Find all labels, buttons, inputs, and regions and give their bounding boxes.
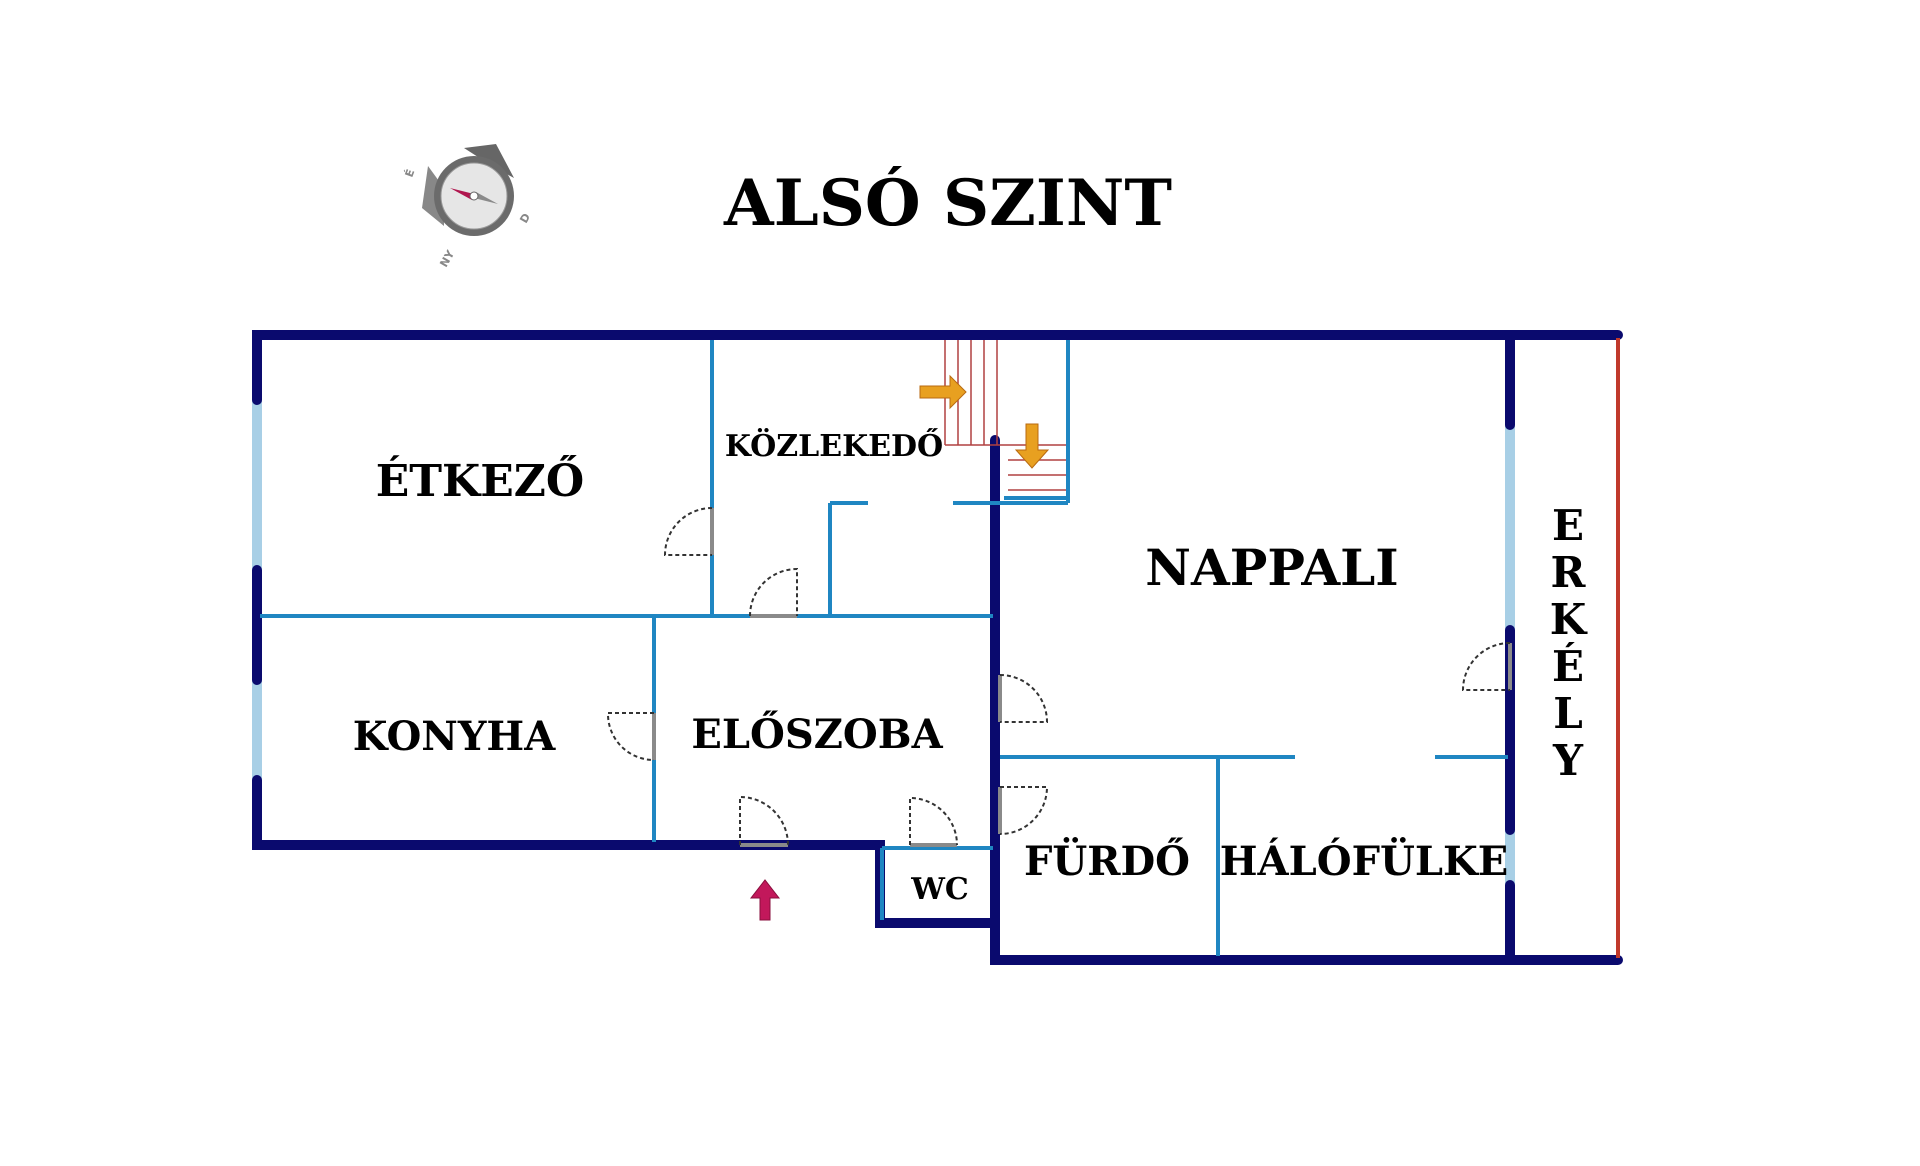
door-balcony	[1461, 642, 1512, 691]
windows	[252, 400, 1515, 885]
erkely-letter: R	[1551, 548, 1587, 597]
room-label-kozlekedo: KÖZLEKEDŐ	[725, 427, 943, 464]
stair-arrow-right-icon	[919, 374, 967, 410]
doors	[606, 507, 1512, 847]
page-title: ALSÓ SZINT	[723, 166, 1172, 241]
door-etkezo	[663, 507, 714, 556]
room-label-konyha: KONYHA	[353, 713, 556, 760]
room-label-eloszoba: ELŐSZOBA	[691, 711, 943, 758]
erkely-letter: E	[1552, 501, 1584, 550]
erkely-letter: É	[1552, 641, 1584, 691]
door-entrance	[739, 795, 789, 847]
room-label-erkely: E R K É L Y	[1550, 501, 1588, 785]
door-nappali	[998, 674, 1049, 723]
erkely-letter: K	[1550, 595, 1588, 644]
compass-west-label: NY	[437, 247, 457, 269]
inner-walls	[260, 340, 1508, 956]
staircase	[919, 340, 1066, 491]
door-kozlekedo	[749, 567, 798, 618]
room-label-furdo: FÜRDŐ	[1024, 838, 1190, 885]
door-furdo	[998, 786, 1049, 835]
erkely-letter: Y	[1552, 736, 1584, 785]
room-label-nappali: NAPPALI	[1145, 538, 1398, 597]
compass-icon: É D NY	[403, 144, 533, 270]
door-konyha	[606, 712, 656, 761]
compass-south-label: D	[517, 211, 533, 225]
compass-north-label: É	[403, 168, 418, 180]
entrance-arrow-icon	[749, 879, 781, 921]
erkely-letter: L	[1553, 689, 1583, 738]
room-label-halofulke: HÁLÓFÜLKE	[1220, 838, 1508, 885]
room-label-wc: WC	[910, 872, 969, 907]
stair-arrow-down-icon	[1014, 423, 1050, 469]
room-label-etkezo: ÉTKEZŐ	[376, 454, 585, 507]
door-wc	[909, 796, 958, 847]
